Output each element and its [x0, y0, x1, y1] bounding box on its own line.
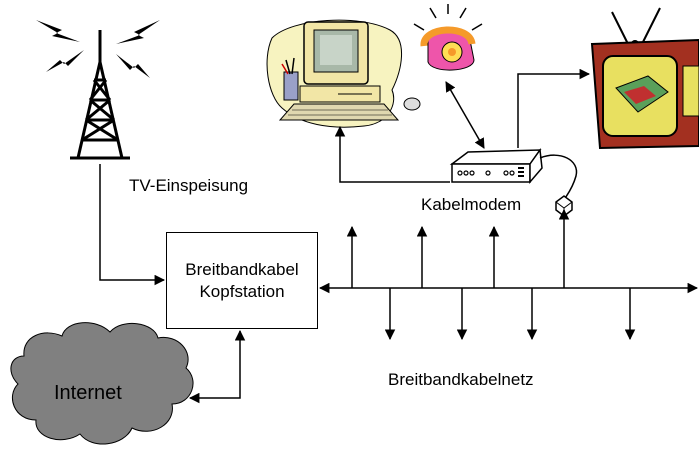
cable-modem-label: Kabelmodem	[421, 195, 522, 214]
headend-label-line1: Breitbandkabel	[185, 259, 299, 279]
internet-cloud-icon	[10, 322, 194, 445]
headend-label-line2: Kopfstation	[199, 281, 285, 301]
telephone-clipart-icon	[413, 4, 483, 71]
headend-box: Breitbandkabel Kopfstation	[166, 232, 318, 329]
antenna-tower-icon	[36, 20, 160, 160]
television-clipart-icon	[590, 7, 699, 150]
internet-label: Internet	[54, 382, 122, 404]
computer-clipart-icon	[266, 19, 421, 128]
connector-lines	[99, 68, 699, 404]
tv-feed-label: TV-Einspeisung	[129, 176, 249, 195]
network-label: Breitbandkabelnetz	[388, 370, 534, 389]
